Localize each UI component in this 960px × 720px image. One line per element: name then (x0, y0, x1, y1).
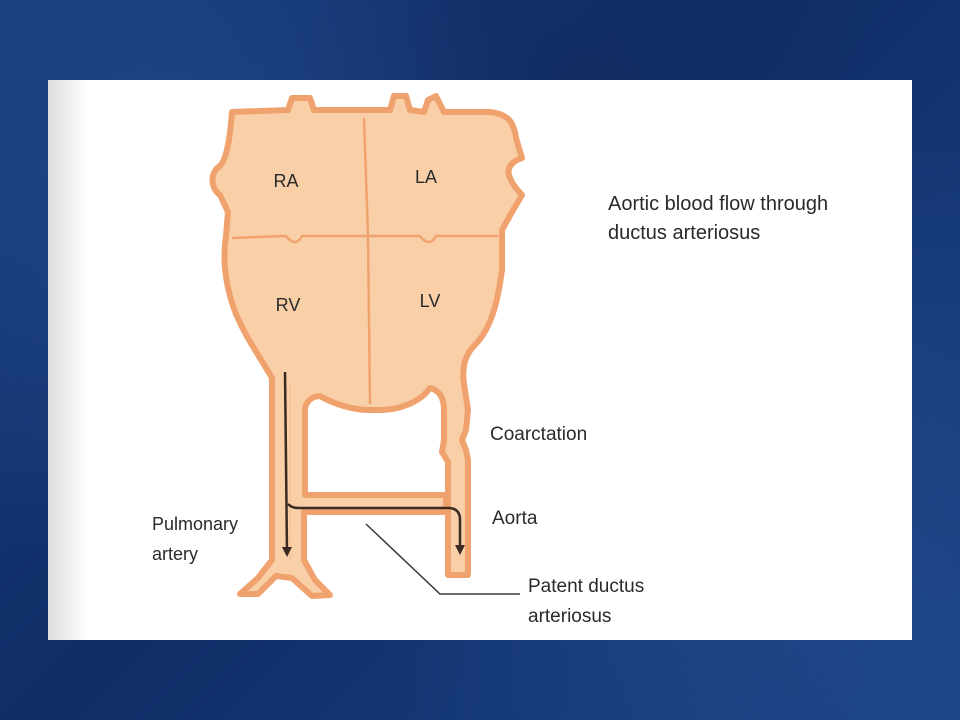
aortic-flow-arrow (287, 503, 465, 555)
label-ra: RA (273, 171, 298, 191)
label-pulmonary-line1: Pulmonary (152, 514, 238, 534)
label-la: LA (415, 167, 437, 187)
description-title: Aortic blood flow through (608, 193, 828, 215)
label-lv: LV (420, 291, 441, 311)
page-edge-shadow (48, 80, 88, 640)
label-pulmonary-line2: artery (152, 544, 198, 564)
av-valve-line (231, 234, 498, 244)
blood-flow-arrow (281, 371, 292, 557)
label-aorta: Aorta (492, 508, 538, 529)
heart-outline (209, 93, 525, 599)
label-pda-line1: Patent ductus (528, 576, 644, 597)
description-line2: ductus arteriosus (608, 222, 760, 244)
label-rv: RV (276, 295, 301, 315)
pda-leader-line (365, 523, 520, 595)
label-pda-line2: arteriosus (528, 606, 611, 627)
label-coarctation: Coarctation (490, 424, 587, 445)
